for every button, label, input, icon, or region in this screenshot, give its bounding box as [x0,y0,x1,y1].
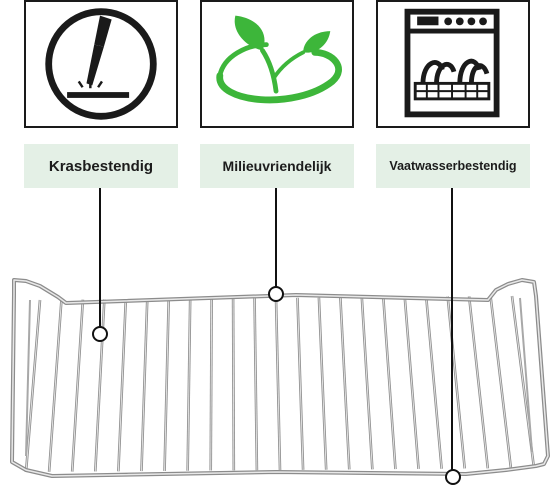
rack-rod [468,296,489,469]
rack-rod [339,297,350,470]
rack-rod [187,298,191,471]
rack-rod [117,299,127,472]
wire-oven-rack [10,278,550,478]
rack-rod [275,297,281,471]
rack-rod [297,297,304,470]
dishwasher-icon [404,8,500,118]
dishwasher-safe-icon-box [376,0,530,128]
rack-rod [71,299,84,472]
rack-rod [48,299,62,472]
rack-rod [141,299,148,472]
label-eco-friendly: Milieuvriendelijk [200,144,354,188]
rack-rod [447,296,466,469]
rack-rod [490,296,512,469]
eco-friendly-icon-box [200,0,354,128]
label-dishwasher-safe: Vaatwasserbestendig [376,144,530,188]
rack-rod [254,298,258,471]
scratch-resistant-icon-box [24,0,178,128]
rack-rod [404,296,419,469]
rack-rod [382,297,396,470]
rack-frame [10,278,550,478]
callout-dishwasher-safe [445,188,461,485]
rack-rod [210,298,213,471]
rack-rod [164,298,170,471]
rack-rod [232,298,235,471]
leaf-sprout-icon [216,15,342,104]
rack-rod [425,296,443,469]
rack-rod [318,297,327,470]
callout-eco-friendly [268,188,284,302]
rack-rod [25,299,41,473]
scratch-knife-icon [45,8,157,120]
callout-scratch-resistant [92,188,108,342]
rack-rod [361,297,373,470]
rack-wires [24,295,536,473]
label-scratch-resistant: Krasbestendig [24,144,178,188]
